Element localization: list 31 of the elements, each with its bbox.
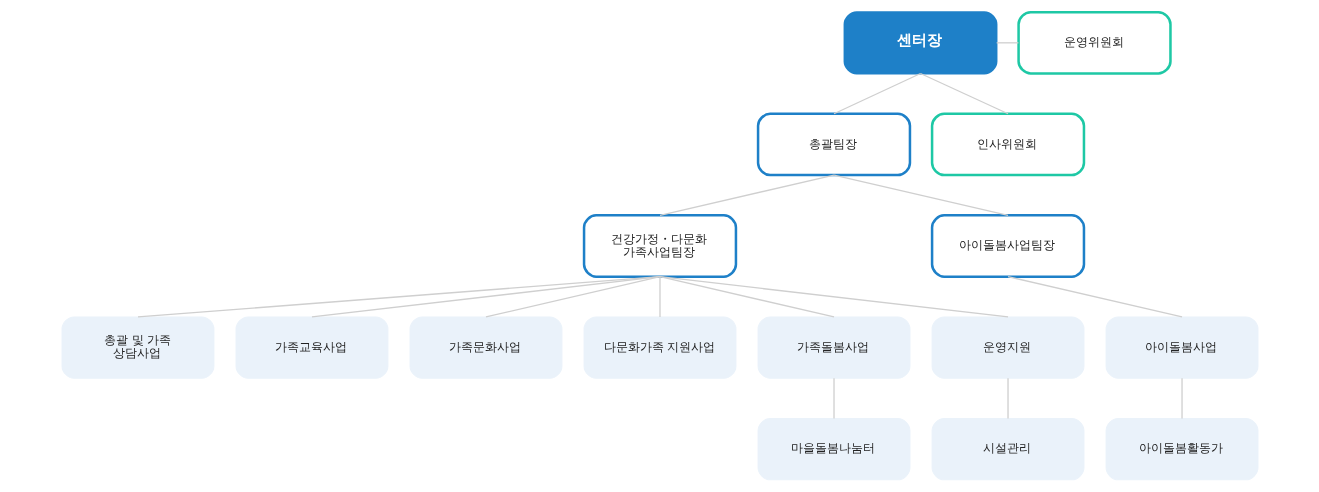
connector [658,276,1009,318]
connector [832,174,1009,216]
connector [658,276,835,318]
node-box: 시설관리 [931,418,1084,481]
connector [658,276,661,318]
node-box: 아이돌봄활동가 [1105,418,1258,481]
node-box: 가족돌봄사업 [757,316,910,379]
node-box: 마을돌봄나눔터 [757,418,910,481]
connector [1180,377,1183,420]
node-box: 총괄팀장 [756,112,911,177]
node-box: 아이돌봄사업팀장 [930,214,1085,278]
node-box: 운영위원회 [1016,10,1172,75]
node-box: 인사위원회 [930,112,1085,177]
connector [310,276,661,318]
node-box: 가족문화사업 [409,316,562,379]
node-box: 다문화가족 지원사업 [583,316,736,379]
connector [995,42,1019,44]
node-box: 센터장 [843,11,997,75]
connector [658,174,835,216]
connector [919,72,1009,115]
node-box: 아이돌봄사업 [1105,316,1258,379]
connector [1006,377,1009,420]
connector [1006,276,1183,318]
connector [832,377,835,420]
node-box: 총괄 및 가족 상담사업 [61,316,214,379]
node-box: 건강가정・다문화 가족사업팀장 [582,214,737,278]
node-box: 운영지원 [931,316,1084,379]
connector [136,276,661,318]
node-box: 가족교육사업 [235,316,388,379]
connector [832,72,921,115]
connector [484,276,661,318]
